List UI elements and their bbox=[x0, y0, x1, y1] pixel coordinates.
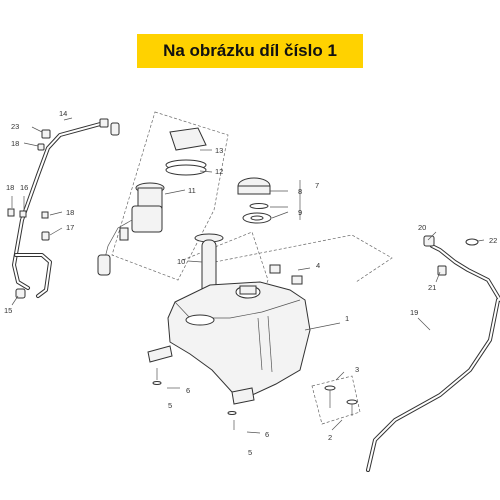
callout-5-left: 5 bbox=[168, 401, 172, 410]
callout-17: 17 bbox=[66, 223, 74, 232]
callout-18-left: 18 bbox=[6, 183, 14, 192]
callout-3: 3 bbox=[355, 365, 359, 374]
callout-labels: 14 23 18 18 16 18 17 15 11 13 12 10 7 8 … bbox=[4, 109, 497, 457]
callout-13: 13 bbox=[215, 146, 223, 155]
callout-7: 7 bbox=[315, 181, 319, 190]
pump-group-frame bbox=[111, 111, 229, 281]
callout-8: 8 bbox=[298, 187, 302, 196]
bolt-group-frame bbox=[311, 375, 361, 425]
callout-1: 1 bbox=[345, 314, 349, 323]
callout-4: 4 bbox=[316, 261, 320, 270]
callout-5-bottom: 5 bbox=[248, 448, 252, 457]
callout-12: 12 bbox=[215, 167, 223, 176]
fuel-pump-assembly bbox=[97, 182, 165, 276]
callout-23: 23 bbox=[11, 122, 19, 131]
callout-16: 16 bbox=[20, 183, 28, 192]
callout-11: 11 bbox=[188, 186, 196, 195]
part-number-banner: Na obrázku díl číslo 1 bbox=[137, 34, 363, 68]
callout-10: 10 bbox=[177, 257, 185, 266]
pump-seal-and-ring bbox=[165, 127, 207, 176]
callout-22: 22 bbox=[489, 236, 497, 245]
filler-cap-assembly bbox=[237, 177, 272, 224]
banner-text: Na obrázku díl číslo 1 bbox=[163, 41, 337, 60]
callout-19: 19 bbox=[410, 308, 418, 317]
callout-14: 14 bbox=[59, 109, 67, 118]
callout-18-right: 18 bbox=[66, 208, 74, 217]
callout-2: 2 bbox=[328, 433, 332, 442]
callout-21: 21 bbox=[428, 283, 436, 292]
tank-clips bbox=[269, 264, 303, 285]
callout-6-left: 6 bbox=[186, 386, 190, 395]
callout-18-top: 18 bbox=[11, 139, 19, 148]
tank-bolts bbox=[324, 385, 358, 416]
mount-screws bbox=[152, 368, 237, 430]
callout-leaders bbox=[11, 117, 485, 434]
level-sender-unit bbox=[194, 233, 224, 297]
callout-9: 9 bbox=[298, 208, 302, 217]
left-breather-hose bbox=[7, 118, 120, 299]
callout-20: 20 bbox=[418, 223, 426, 232]
fuel-tank bbox=[147, 281, 311, 405]
callout-15: 15 bbox=[4, 306, 12, 315]
tank-group-frame bbox=[214, 234, 393, 283]
callout-6-bottom: 6 bbox=[265, 430, 269, 439]
right-breather-hose bbox=[366, 235, 500, 472]
